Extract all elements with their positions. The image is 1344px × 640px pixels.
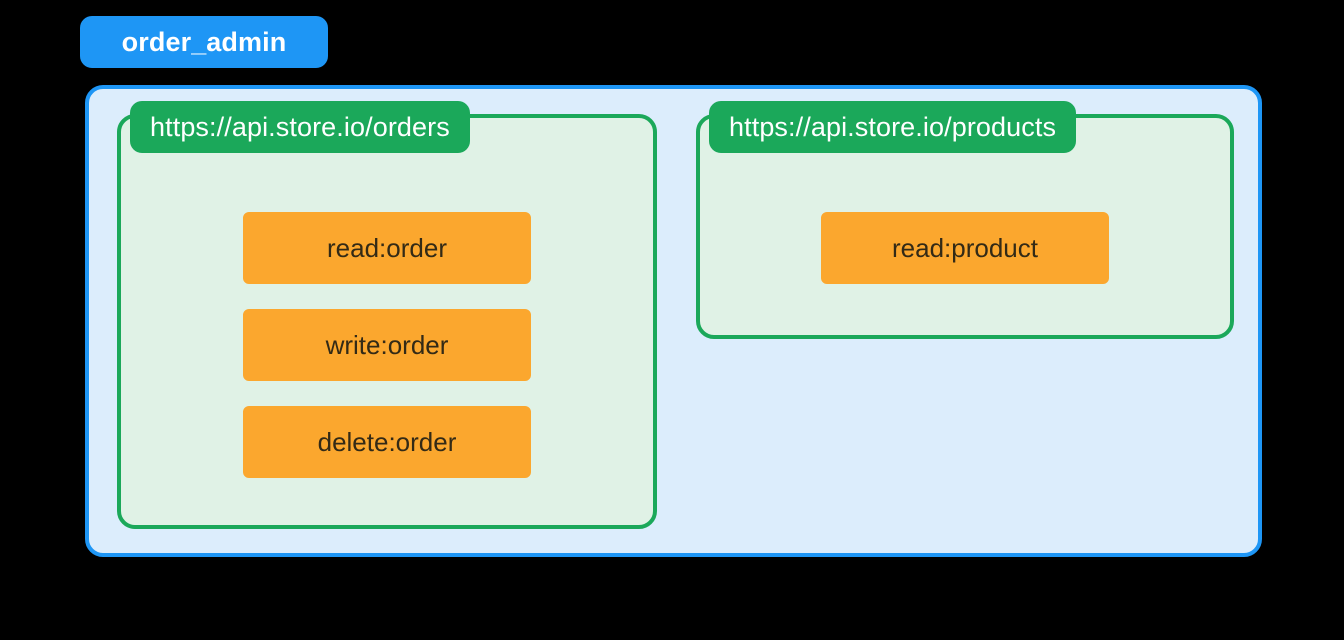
client-scope-container: https://api.store.io/orders read:order w… — [85, 85, 1262, 557]
scope-chip-read-product[interactable]: read:product — [821, 212, 1109, 284]
scope-chip-delete-order[interactable]: delete:order — [243, 406, 531, 478]
api-header-products[interactable]: https://api.store.io/products — [709, 101, 1077, 153]
scope-list-orders: read:order write:order delete:order — [121, 212, 653, 478]
scope-chip-read-order[interactable]: read:order — [243, 212, 531, 284]
api-header-orders[interactable]: https://api.store.io/orders — [130, 101, 470, 153]
scope-list-products: read:product — [700, 212, 1230, 284]
api-panel-orders: https://api.store.io/orders read:order w… — [117, 101, 657, 529]
api-panel-products: https://api.store.io/products read:produ… — [696, 101, 1234, 339]
role-badge-order-admin[interactable]: order_admin — [80, 16, 328, 68]
scope-chip-write-order[interactable]: write:order — [243, 309, 531, 381]
